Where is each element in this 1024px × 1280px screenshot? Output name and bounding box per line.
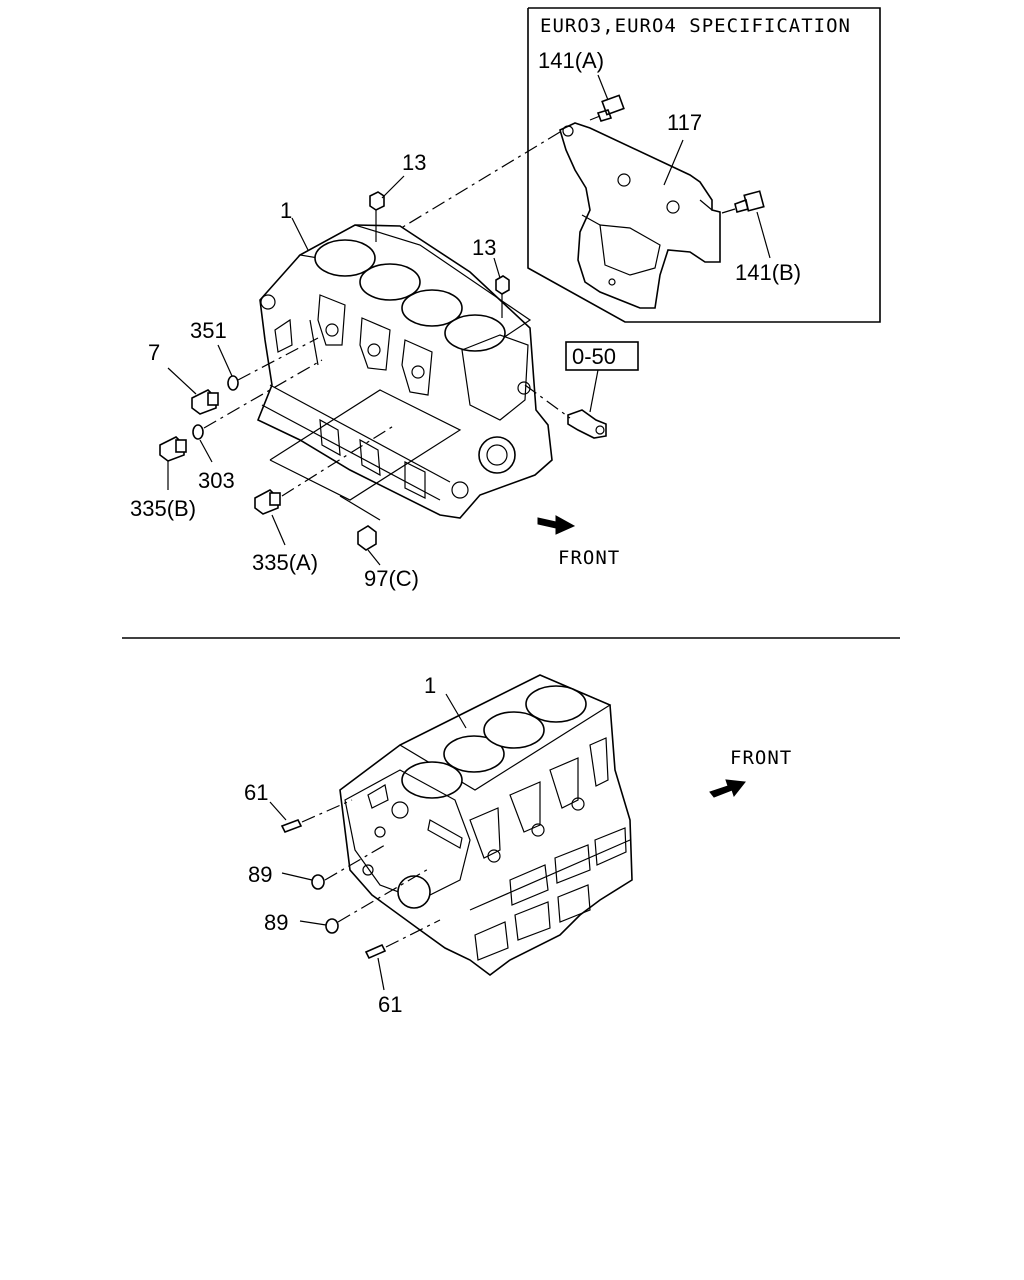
label-335a: 335(A) [252, 550, 318, 575]
bottom-view: 1 61 89 89 61 FRONT [244, 673, 792, 1017]
plug-89-b [299, 918, 339, 934]
label-351: 351 [190, 318, 227, 343]
label-front-bottom: FRONT [730, 747, 792, 769]
plug-335a [254, 489, 286, 546]
label-303: 303 [198, 468, 235, 493]
plug-335b [159, 436, 187, 490]
cap-97c [357, 525, 381, 566]
heat-shield-plate [559, 122, 721, 309]
label-89-a: 89 [248, 862, 272, 887]
label-0-50: 0-50 [572, 344, 616, 369]
label-335b: 335(B) [130, 496, 196, 521]
label-13-a: 13 [402, 150, 426, 175]
spec-inset: EURO3,EURO4 SPECIFICATION [527, 7, 881, 323]
cylinder-block-bottom [339, 674, 633, 976]
label-front-top: FRONT [558, 547, 620, 569]
spec-title: EURO3,EURO4 SPECIFICATION [540, 15, 851, 37]
label-7: 7 [148, 340, 160, 365]
label-1-bottom: 1 [424, 673, 436, 698]
plug-89-a [281, 872, 325, 890]
plug-7 [167, 367, 219, 415]
bolt-141b [721, 190, 765, 214]
label-61-b: 61 [378, 992, 402, 1017]
label-141b: 141(B) [735, 260, 801, 285]
cylinder-block-top [256, 224, 553, 519]
sensor-0-50 [524, 341, 639, 439]
label-1-top: 1 [280, 198, 292, 223]
label-117: 117 [667, 110, 702, 135]
label-89-b: 89 [264, 910, 288, 935]
front-arrow-icon [709, 779, 746, 798]
washer-303 [192, 424, 213, 463]
stud-61-a [269, 801, 303, 834]
label-61-a: 61 [244, 780, 268, 805]
label-141a: 141(A) [538, 48, 604, 73]
pin-13-b [495, 275, 510, 318]
top-view: EURO3,EURO4 SPECIFICATION [130, 7, 881, 591]
washer-351 [217, 344, 239, 391]
bolt-141a [589, 94, 625, 122]
front-arrow-icon [537, 515, 576, 535]
label-97c: 97(C) [364, 566, 419, 591]
label-13-b: 13 [472, 235, 496, 260]
stud-61-b [364, 943, 387, 991]
pin-13-a [369, 191, 385, 242]
